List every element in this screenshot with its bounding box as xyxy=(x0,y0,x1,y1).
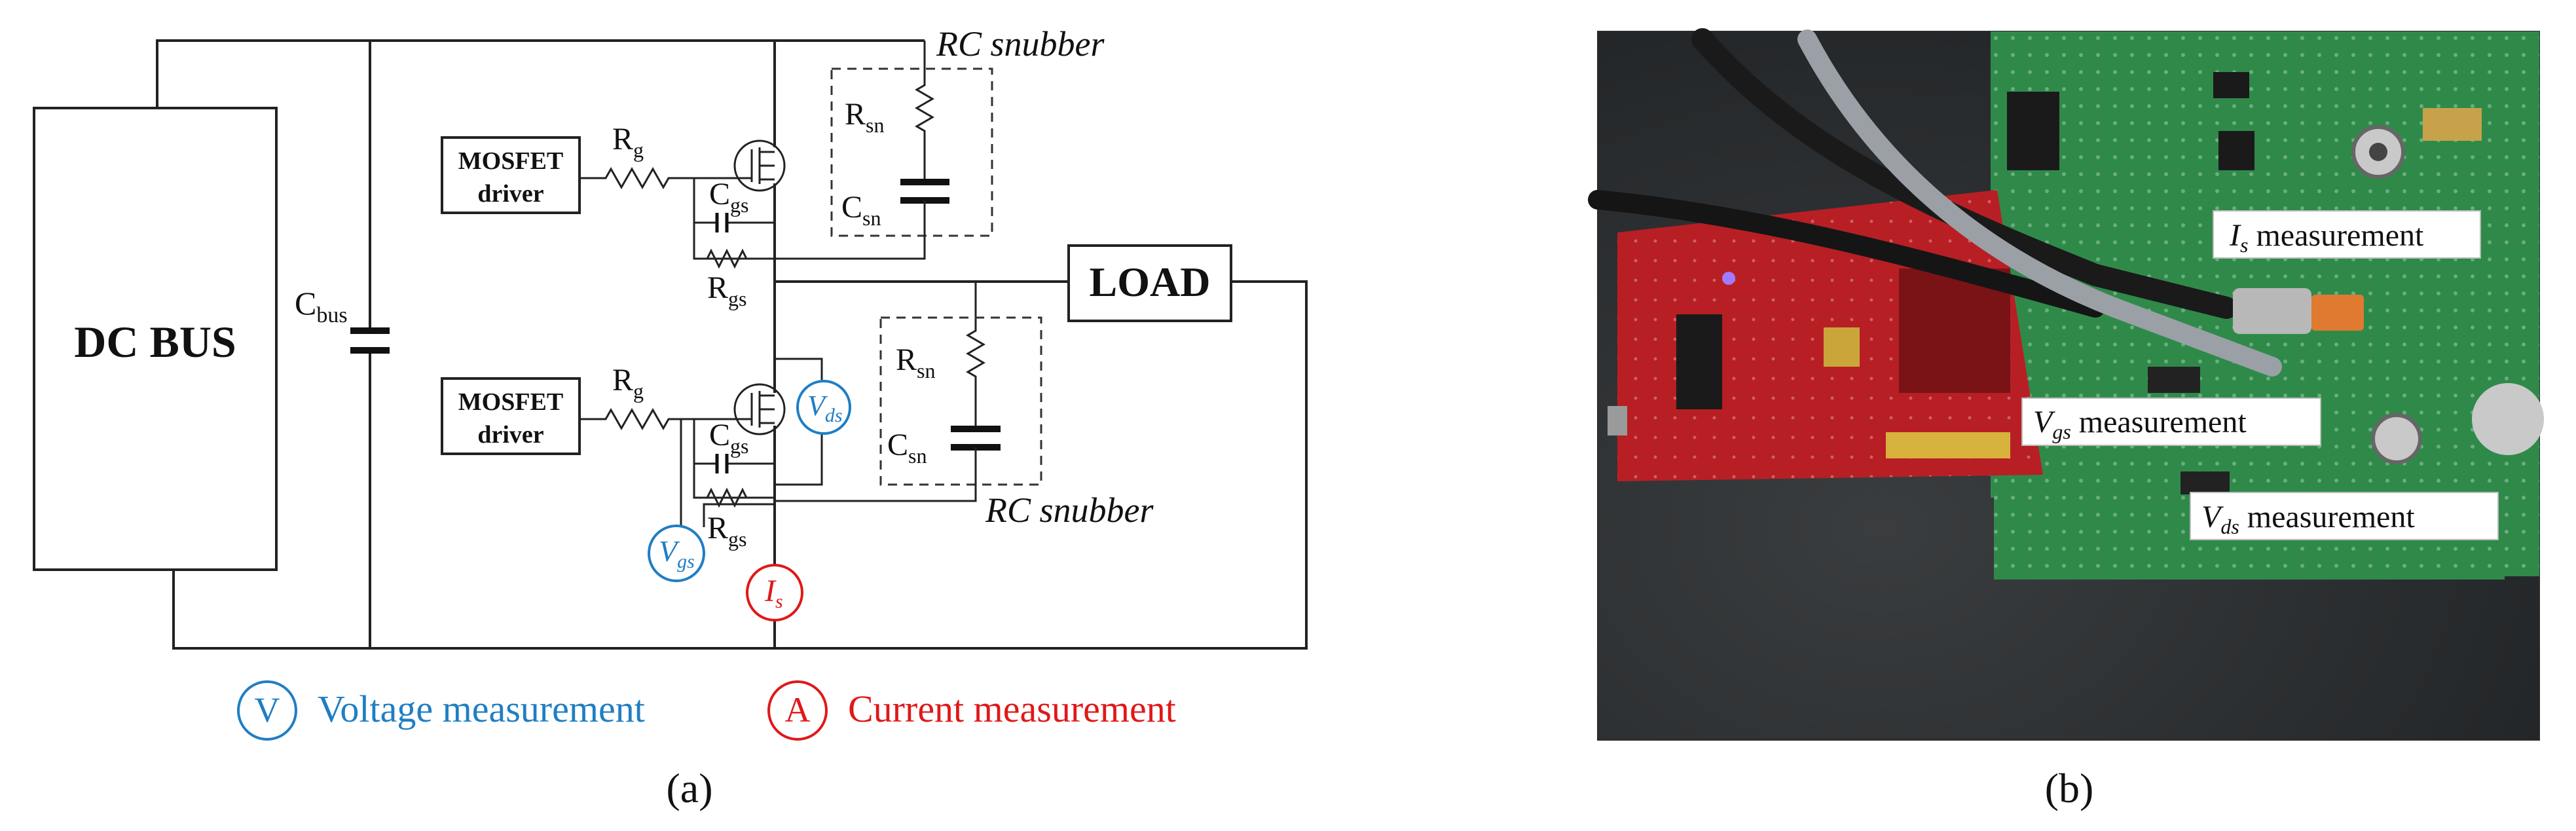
upper-snubber-title: RC snubber xyxy=(936,24,1105,64)
vgs-label-box xyxy=(2021,397,2321,446)
load-block xyxy=(1067,244,1232,322)
upper-rg-resistor xyxy=(580,166,681,190)
bnc-connector-2 xyxy=(2371,413,2422,464)
lower-snubber-top-wire xyxy=(775,280,977,324)
lower-snubber-title: RC snubber xyxy=(985,490,1154,530)
lower-mosfet-icon xyxy=(733,383,786,435)
lower-rgs-resistor xyxy=(706,487,748,508)
upper-driver-label-1: MOSFET xyxy=(458,147,563,175)
vgs-probe-cable xyxy=(1797,29,2282,377)
is-probe-label: Is xyxy=(764,574,783,612)
upper-gate-return xyxy=(693,178,775,260)
upper-csn-label: Csn xyxy=(841,190,881,230)
lower-driver-block xyxy=(441,377,581,455)
vds-probe-icon xyxy=(796,380,851,435)
upper-driver-label-2: driver xyxy=(477,180,543,208)
is-label-box xyxy=(2213,210,2481,259)
voltage-legend-icon xyxy=(237,680,297,741)
lower-rsn-resistor xyxy=(966,324,985,429)
upper-snubber-box xyxy=(830,67,993,237)
upper-rsn-resistor xyxy=(915,41,934,182)
vds-probe-head xyxy=(2472,383,2544,455)
vgs-probe-label: Vgs xyxy=(659,534,695,572)
red-board-header xyxy=(1676,314,1722,409)
pcb-component-2 xyxy=(2213,72,2249,98)
caption-a: (a) xyxy=(666,765,712,811)
lower-rg-resistor xyxy=(580,407,681,431)
cbus-label: Cbus xyxy=(295,285,348,327)
probe-tip-orange xyxy=(2311,295,2364,331)
usb-connector xyxy=(1608,406,1627,435)
current-legend-symbol: A xyxy=(785,690,811,729)
pcb-component-4 xyxy=(2148,367,2200,393)
lower-rg-label: Rg xyxy=(612,363,644,403)
lower-rgs-label: Rgs xyxy=(707,511,746,551)
current-legend-label: Current measurement xyxy=(848,688,1176,730)
upper-snubber-return xyxy=(775,200,926,260)
is-photo-label: Is measurement xyxy=(2229,218,2424,257)
pcb-component-3 xyxy=(2218,131,2254,170)
pcb-component-1 xyxy=(2007,92,2059,170)
top-rail xyxy=(156,39,775,108)
upper-rgs-resistor xyxy=(706,248,748,269)
lower-cgs-label: Cgs xyxy=(709,418,748,458)
upper-rg-label: Rg xyxy=(612,122,644,162)
upper-rsn-label: Rsn xyxy=(845,97,884,137)
upper-driver-block xyxy=(441,136,581,214)
lower-driver-label-2: driver xyxy=(477,421,543,449)
vgs-probe-icon xyxy=(648,525,705,582)
vds-probe-wires xyxy=(775,358,823,486)
upper-mosfet-terminals xyxy=(760,151,775,181)
voltage-legend-label: Voltage measurement xyxy=(318,688,645,730)
current-probe-cable xyxy=(1691,28,2237,319)
bottom-rail xyxy=(172,280,1308,650)
dc-bus-label: DC BUS xyxy=(74,317,236,367)
vds-probe-label: Vds xyxy=(807,390,843,426)
pcb-component-5 xyxy=(2180,471,2230,494)
load-label: LOAD xyxy=(1090,259,1211,305)
bnc-connector-1-pin xyxy=(2369,143,2387,161)
red-board-switch xyxy=(1824,327,1860,367)
lower-cgs-wires xyxy=(694,427,776,465)
vds-photo-label: Vds measurement xyxy=(2201,500,2415,538)
lower-csn-label: Csn xyxy=(887,428,927,468)
upper-rgs-label: Rgs xyxy=(707,270,746,310)
photo-panel: Is measurement Vgs measurement Vds measu… xyxy=(1588,28,2544,811)
status-led xyxy=(1722,272,1735,285)
pcb-connector xyxy=(2423,108,2482,141)
lower-snubber-return xyxy=(775,447,977,502)
dc-bus-block xyxy=(33,107,278,571)
vds-label-box xyxy=(2190,492,2499,540)
upper-cgs-label: Cgs xyxy=(709,177,748,217)
edge-connector xyxy=(1886,432,2010,458)
legend: V Voltage measurement A Current measurem… xyxy=(237,680,1176,741)
schematic-panel: DC BUS Cbus LOAD MOSFET driver Rg xyxy=(33,24,1308,811)
caption-b: (b) xyxy=(2045,765,2094,811)
lower-snubber-box xyxy=(879,316,1042,486)
lower-driver-label-1: MOSFET xyxy=(458,388,563,416)
current-legend-icon xyxy=(767,680,828,741)
voltage-probe-cable xyxy=(1588,190,2105,318)
vgs-photo-label: Vgs measurement xyxy=(2033,405,2247,443)
upper-mosfet-icon xyxy=(733,139,786,192)
lower-mosfet-terminals xyxy=(760,394,775,424)
probe-connector xyxy=(2233,288,2311,334)
voltage-legend-symbol: V xyxy=(255,690,280,729)
is-probe-icon xyxy=(746,564,803,621)
upper-cgs-wires xyxy=(694,183,776,224)
lower-rsn-label: Rsn xyxy=(896,342,935,382)
lower-gate-return xyxy=(693,419,775,499)
